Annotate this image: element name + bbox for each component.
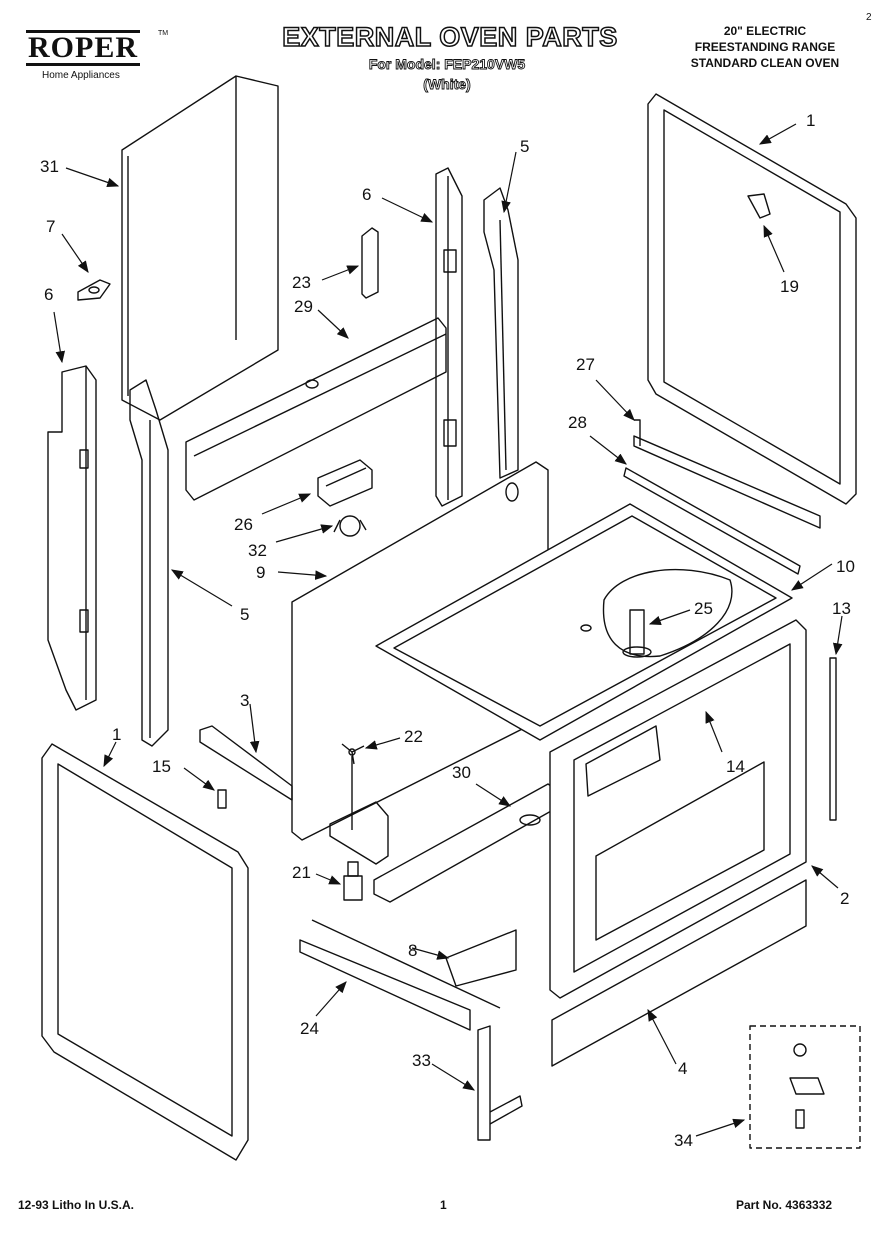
fan-blade-part [341,743,365,830]
screw-part [217,789,227,809]
callout-13: 13 [832,599,851,618]
element-part [580,609,652,658]
oven-bottom-part [375,503,793,741]
callout-32: 32 [248,541,267,560]
page-title: EXTERNAL OVEN PARTS [281,21,618,53]
callout-33: 33 [412,1051,431,1070]
callout-24: 24 [300,1019,319,1038]
strip-part-a [633,419,821,529]
callout-15: 15 [152,757,171,776]
motor-part [343,861,363,901]
callout-3: 3 [240,691,249,710]
callout-8: 8 [408,941,417,960]
fan-housing-part [329,801,389,865]
bracket-part [361,227,379,299]
top-brace-part [185,317,447,501]
callout-1-bottom: 1 [112,725,121,744]
callout-27: 27 [576,355,595,374]
callout-26: 26 [234,515,253,534]
callout-29: 29 [294,297,313,316]
hinge-part [477,1025,523,1141]
part-number: Part No. 4363332 [736,1198,833,1212]
front-frame-part [549,619,807,999]
spec-line-2: FREESTANDING RANGE [694,40,836,54]
callout-5-left: 5 [240,605,249,624]
callout-31: 31 [40,157,59,176]
lower-brace-part [373,783,561,903]
callout-30: 30 [452,763,471,782]
callout-6-rear: 6 [362,185,371,204]
rear-panel-part [121,75,279,421]
hardware-kit-part [749,1025,861,1149]
oven-door-part [41,743,249,1161]
left-rail-part [47,365,97,711]
corner-mark: 2 [866,12,872,23]
callout-5-top: 5 [520,137,529,156]
terminal-block-part [317,459,373,507]
trademark-mark: TM [158,30,169,37]
front-bracket-part [199,725,293,801]
litho-note: 12-93 Litho In U.S.A. [18,1198,135,1212]
callout-4: 4 [678,1059,687,1078]
base-part [299,919,501,1031]
shield-part [445,929,517,987]
oven-door-top-part [647,93,857,505]
callout-21: 21 [292,863,311,882]
callout-14: 14 [726,757,745,776]
callout-7: 7 [46,217,55,236]
page-number: 1 [440,1198,447,1212]
callout-25: 25 [694,599,713,618]
callout-10: 10 [836,557,855,576]
strip-part-b [623,467,801,575]
spec-line-1: 20" ELECTRIC [723,24,807,38]
callout-2: 2 [840,889,849,908]
callout-6-left: 6 [44,285,53,304]
callout-23: 23 [292,273,311,292]
color-line: (White) [423,76,471,93]
leader-lines [53,123,843,1137]
callout-labels: 1 19 31 7 6 6 5 5 23 29 27 28 26 32 9 10… [40,111,855,1150]
callout-9: 9 [256,563,265,582]
callout-28: 28 [568,413,587,432]
callout-34: 34 [674,1131,693,1150]
brand-logo: ROPER [26,30,140,66]
model-line: For Model: FEP210VW5 [368,56,526,73]
thermostat-part [333,515,367,537]
spec-line-3: STANDARD CLEAN OVEN [690,56,840,70]
callout-22: 22 [404,727,423,746]
trim-strip-part [829,657,837,821]
kick-plate-part [551,879,807,1067]
callout-1-top: 1 [806,111,815,130]
brand-subtitle: Home Appliances [42,70,120,81]
right-rail-part [483,187,519,479]
rear-right-rail-part [435,167,463,507]
left-front-rail-part [129,379,169,747]
callout-19: 19 [780,277,799,296]
gasket-part [77,279,111,301]
